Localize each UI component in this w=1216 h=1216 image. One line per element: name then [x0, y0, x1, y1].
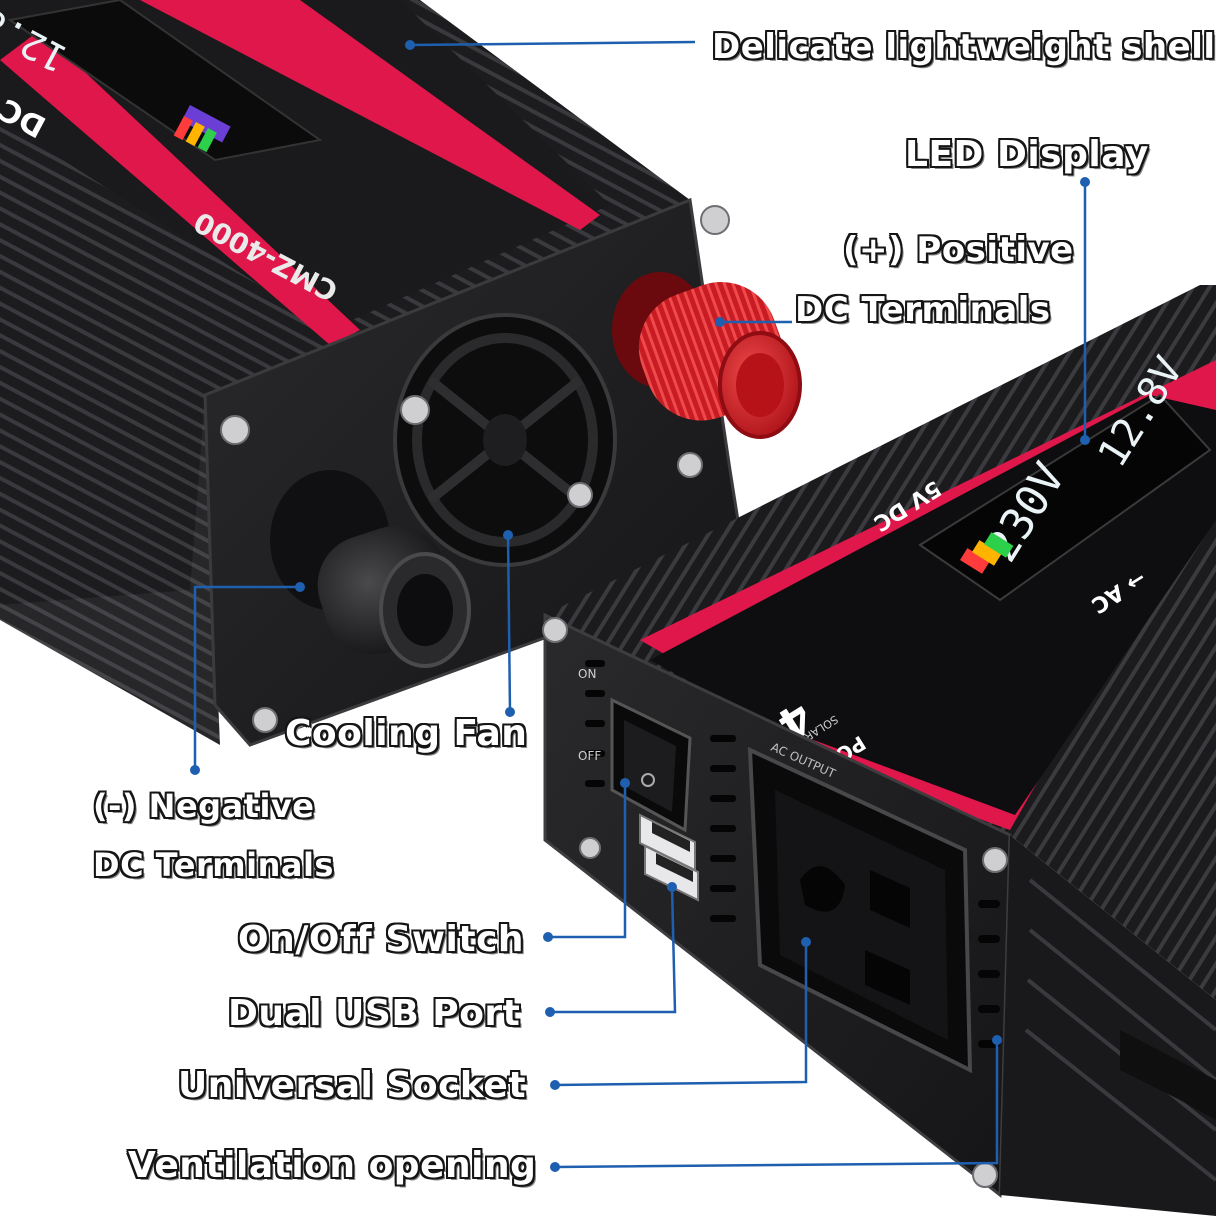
callout-cooling-fan: Cooling Fan — [285, 713, 528, 754]
ventilation-slots — [585, 660, 1000, 1048]
callout-shell: Delicate lightweight shell — [712, 27, 1216, 67]
leader-dots — [190, 40, 1090, 1172]
usb-ports — [639, 813, 699, 902]
leader-lines — [193, 40, 1087, 1169]
rear-red-stripe-top — [140, 0, 600, 230]
front-inverter: 230V 12.8V 4000W POWER INVERTER SOLAR SM… — [542, 285, 1216, 1216]
rear-lcd-bar-red — [173, 116, 193, 141]
rear-inverter: 12.8V CMZ-4000 DC — [0, 0, 802, 747]
rear-lcd-bar-yellow — [185, 121, 205, 147]
rear-lcd — [7, 0, 323, 162]
callout-led-display: LED Display — [905, 134, 1149, 175]
callout-switch: On/Off Switch — [238, 919, 525, 960]
leader-switch — [548, 783, 627, 939]
leader-fan — [506, 534, 512, 713]
positive-terminal — [612, 272, 802, 439]
switch-off-label: OFF — [578, 749, 601, 763]
leader-socket — [554, 942, 808, 1087]
universal-socket: AC OUTPUT — [747, 740, 973, 1074]
on-off-switch: ON OFF — [578, 667, 692, 833]
front-lcd-bar-yellow — [972, 540, 1002, 566]
callout-negative-line1: (-) Negative — [93, 787, 315, 825]
callout-positive-line1: (+) Positive — [843, 230, 1074, 270]
negative-terminal — [270, 470, 471, 668]
front-screws — [542, 617, 1008, 1188]
front-lcd-bar-red — [960, 548, 990, 574]
front-lcd-bar-green — [984, 532, 1014, 558]
callout-negative-line2: DC Terminals — [93, 846, 334, 884]
cooling-fan — [393, 313, 617, 567]
rear-lcd-bar-green — [197, 128, 217, 153]
rear-lcd-battery-bar — [181, 104, 231, 143]
callout-positive-line2: DC Terminals — [795, 290, 1051, 330]
leader-ventilation — [554, 1040, 999, 1169]
leader-shell — [409, 40, 696, 47]
leader-usb — [550, 886, 677, 1014]
rear-screws — [220, 205, 730, 733]
switch-on-label: ON — [578, 667, 596, 681]
mounting-foot — [1120, 1030, 1216, 1120]
callout-socket: Universal Socket — [178, 1065, 527, 1106]
callout-usb: Dual USB Port — [228, 993, 521, 1034]
callout-ventilation: Ventilation opening — [128, 1145, 537, 1186]
rear-lower-fins — [0, 250, 220, 745]
rear-red-stripe — [0, 30, 360, 345]
front-side-face — [1000, 835, 1216, 1216]
leader-negative — [193, 585, 300, 770]
